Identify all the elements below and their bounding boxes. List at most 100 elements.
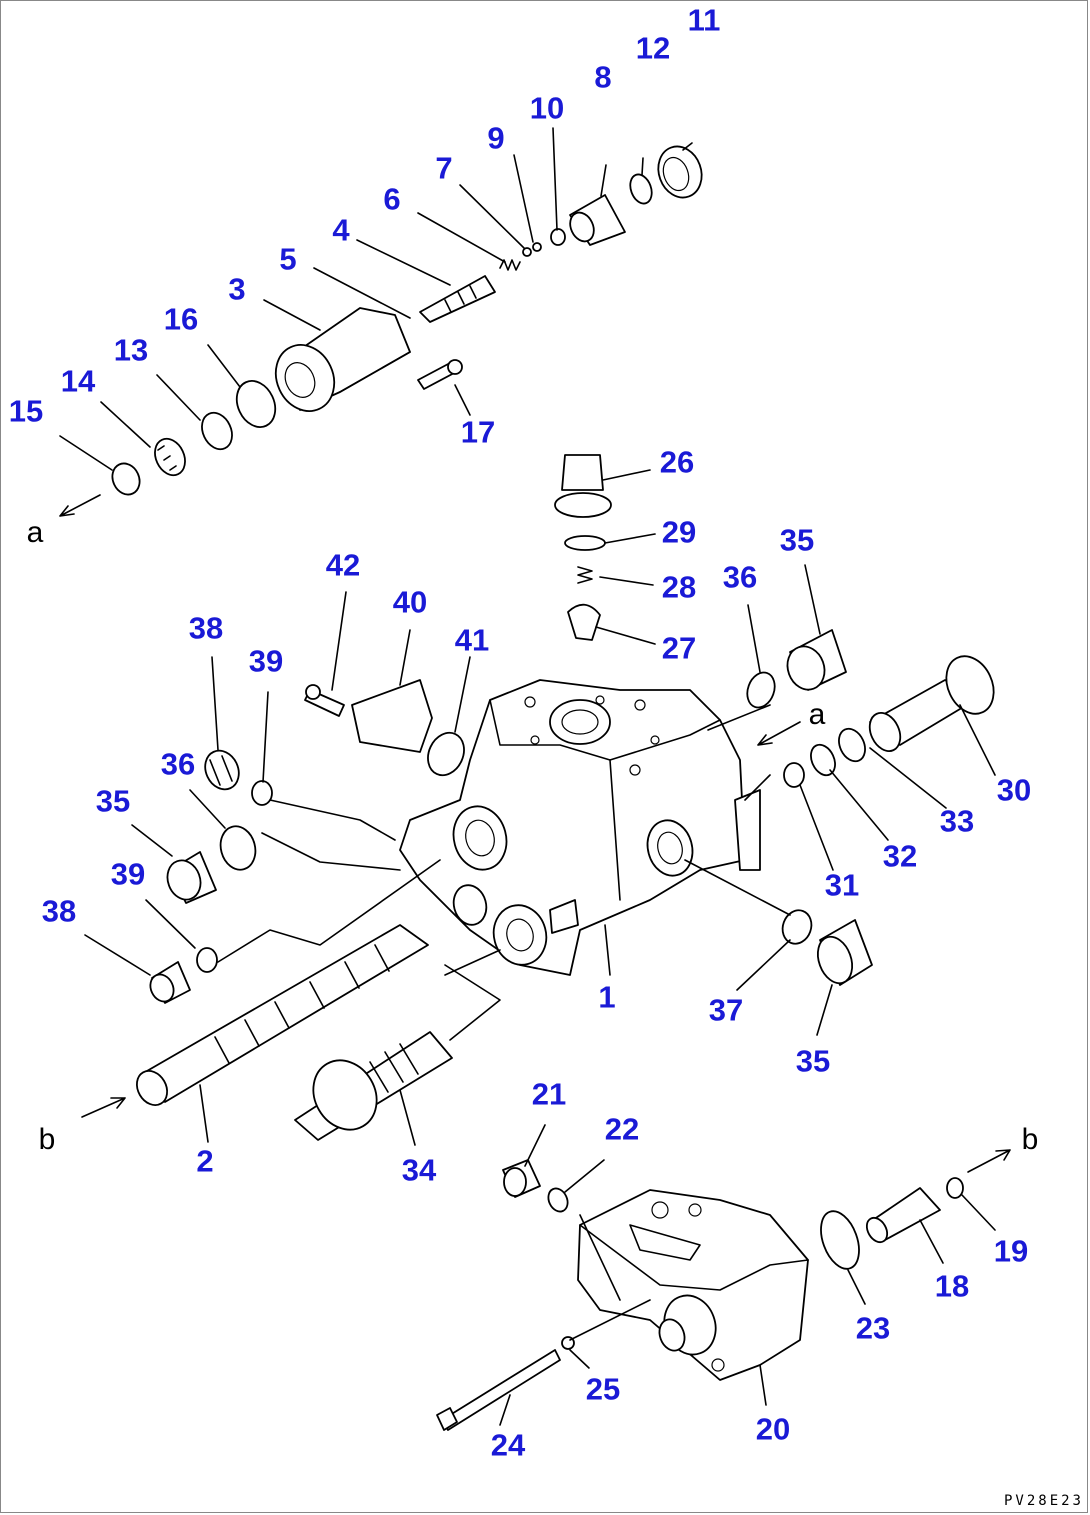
callout-21: 21 [531, 1076, 567, 1112]
part-23-o-ring [820, 1210, 860, 1270]
flow-marker-a-upper: a [26, 516, 44, 549]
part-27-seat [567, 603, 601, 641]
part-36-o-ring-left [219, 825, 257, 871]
callout-17: 17 [460, 414, 496, 450]
callout-37: 37 [708, 992, 744, 1028]
callout-23: 23 [855, 1310, 891, 1346]
part-1-valve-body [399, 679, 761, 976]
part-13-retainer [201, 411, 233, 451]
leader-lines [59, 127, 996, 1426]
callout-36-left: 36 [160, 746, 196, 782]
callout-15: 15 [8, 393, 44, 429]
callout-35-left: 35 [95, 783, 131, 819]
callout-11: 11 [687, 2, 721, 38]
part-19-ring [946, 1177, 964, 1199]
part-38-plug-upper [204, 749, 240, 791]
part-31-o-ring [783, 762, 805, 788]
callout-3: 3 [228, 271, 246, 307]
callout-10: 10 [529, 90, 565, 126]
part-26-plug [554, 454, 612, 518]
callout-34: 34 [401, 1152, 437, 1188]
callout-30: 30 [996, 772, 1032, 808]
part-7-spring [522, 247, 532, 257]
callout-29: 29 [661, 514, 697, 550]
part-11-plug [657, 145, 703, 199]
callout-32: 32 [882, 838, 918, 874]
callout-14: 14 [60, 363, 96, 399]
callout-20: 20 [755, 1411, 791, 1447]
part-33-o-ring [838, 727, 866, 763]
part-16-o-ring [235, 380, 277, 428]
part-41-o-ring [427, 731, 465, 777]
callout-19: 19 [993, 1233, 1029, 1269]
part-14-spring [154, 437, 186, 477]
part-4-poppet [419, 275, 496, 323]
callout-25: 25 [585, 1371, 621, 1407]
arrow-a-lower [757, 721, 801, 746]
part-18-spool [865, 1187, 941, 1244]
callout-1: 1 [598, 979, 616, 1015]
callout-35-upper: 35 [779, 522, 815, 558]
callout-36-upper: 36 [722, 559, 758, 595]
arrow-b-left [81, 1097, 126, 1118]
callout-38-lower: 38 [41, 893, 77, 929]
callout-26: 26 [659, 444, 695, 480]
part-32-ring [810, 743, 836, 777]
callout-39-lower: 39 [110, 856, 146, 892]
part-12-o-ring [629, 173, 653, 205]
part-39-o-ring-lower [196, 947, 218, 973]
callout-39-upper: 39 [248, 643, 284, 679]
part-40-cover [351, 679, 433, 753]
part-35-plug-lower-right [816, 919, 873, 986]
callout-4: 4 [332, 212, 350, 248]
flow-marker-a-lower: a [808, 698, 826, 731]
callout-16: 16 [163, 301, 199, 337]
callout-41: 41 [454, 622, 490, 658]
callout-7: 7 [435, 150, 453, 186]
part-15-plug [111, 462, 141, 496]
part-36-o-ring-upper [746, 671, 776, 709]
callout-9: 9 [487, 120, 505, 156]
part-22-o-ring [547, 1187, 569, 1213]
part-35-plug-upper [786, 629, 847, 691]
part-30-spool [868, 655, 995, 752]
part-37-o-ring [781, 909, 813, 945]
callout-40: 40 [392, 584, 428, 620]
part-29-o-ring [564, 535, 606, 551]
callout-13: 13 [113, 332, 149, 368]
flow-marker-b-left: b [38, 1123, 56, 1156]
callout-28: 28 [661, 569, 697, 605]
callout-22: 22 [604, 1111, 640, 1147]
part-38-plug-lower [149, 961, 191, 1004]
part-39-o-ring-upper [251, 780, 273, 806]
callout-27: 27 [661, 630, 697, 666]
part-20-housing [577, 1189, 809, 1381]
callout-8: 8 [594, 59, 612, 95]
part-10-spring-seat [550, 228, 566, 246]
callout-31: 31 [824, 867, 860, 903]
part-21-plug [502, 1159, 541, 1198]
arrow-b-right [967, 1149, 1011, 1173]
callout-24: 24 [490, 1427, 526, 1463]
callout-42: 42 [325, 547, 361, 583]
callout-6: 6 [383, 181, 401, 217]
callout-12: 12 [635, 30, 671, 66]
part-24-bolt [436, 1349, 561, 1431]
drawing-code: PV28E23 [1003, 1493, 1084, 1509]
part-35-plug-left [166, 851, 217, 904]
flow-marker-b-right: b [1021, 1123, 1039, 1156]
part-9-ball [532, 242, 542, 252]
callout-33: 33 [939, 803, 975, 839]
callout-5: 5 [279, 241, 297, 277]
callout-2: 2 [196, 1143, 214, 1179]
part-8-sleeve [569, 194, 626, 246]
part-42-bolt [304, 684, 345, 717]
part-34-spool [294, 1031, 453, 1141]
arrow-a-upper [59, 494, 101, 517]
callout-35-lower: 35 [795, 1043, 831, 1079]
part-17-bolt [417, 359, 463, 390]
callout-38-upper: 38 [188, 610, 224, 646]
